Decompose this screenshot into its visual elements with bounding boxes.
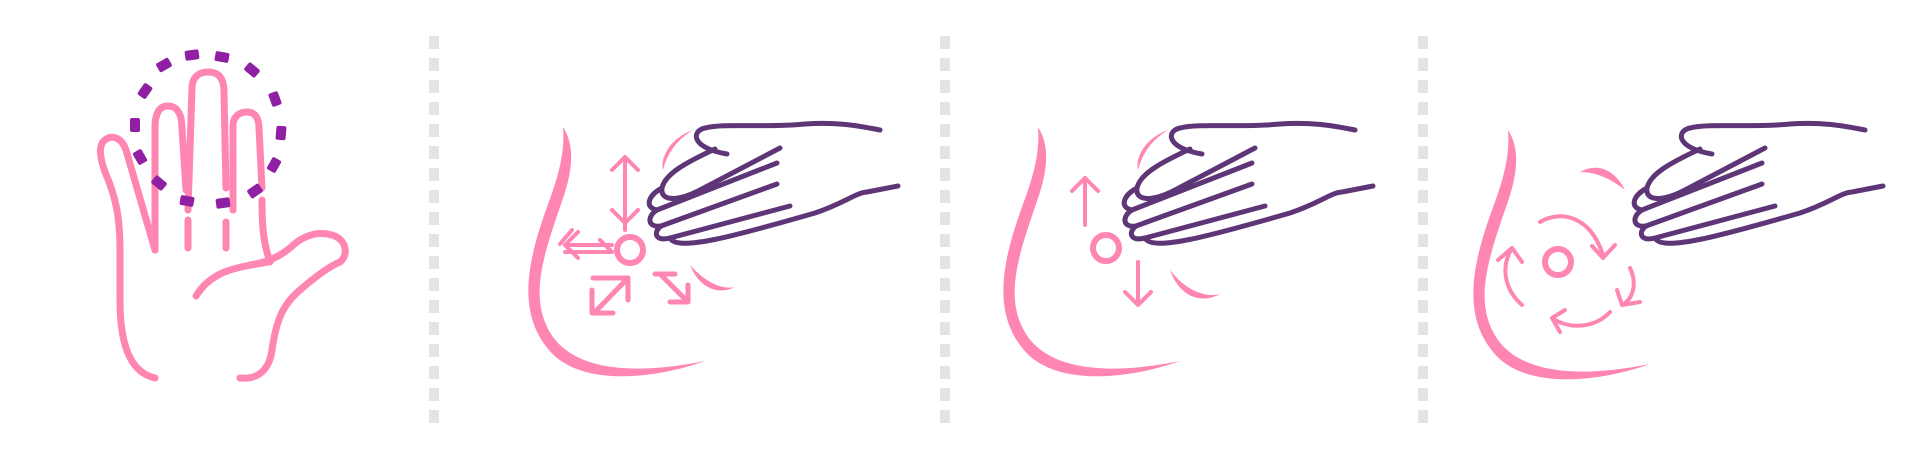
panel-1-three-finger-circular — [97, 49, 349, 382]
divider-dash — [1418, 212, 1428, 225]
breast-outline-icon — [1473, 130, 1650, 380]
divider-dash — [429, 256, 439, 269]
hand-side-icon — [649, 123, 898, 291]
divider-dash — [429, 410, 439, 423]
divider-dash — [429, 36, 439, 49]
divider-dash — [429, 102, 439, 115]
divider-dash — [1418, 388, 1428, 401]
divider-dash — [1418, 256, 1428, 269]
divider-dash — [429, 322, 439, 335]
divider-dash — [429, 300, 439, 313]
circular-dotted-path-icon — [130, 49, 287, 209]
divider-dash — [429, 190, 439, 203]
divider-dash — [940, 366, 950, 379]
multi-direction-arrows-icon — [558, 155, 691, 316]
divider-dash — [940, 58, 950, 71]
panel-4-circular — [1473, 123, 1883, 380]
divider-dash — [940, 80, 950, 93]
divider-dash — [940, 102, 950, 115]
divider-dash — [1418, 410, 1428, 423]
divider-dash — [1418, 124, 1428, 137]
divider-dash — [940, 146, 950, 159]
divider-dash — [1418, 366, 1428, 379]
divider-dash — [940, 388, 950, 401]
divider-dash — [940, 322, 950, 335]
divider-dash — [429, 366, 439, 379]
divider-dash — [429, 278, 439, 291]
divider-dash — [429, 80, 439, 93]
hand-icon — [97, 68, 349, 382]
divider-dash — [429, 234, 439, 247]
divider-dash — [940, 344, 950, 357]
panel-2-all-directions — [528, 123, 898, 377]
divider-dash — [940, 410, 950, 423]
divider-dash — [429, 344, 439, 357]
divider-dash — [940, 256, 950, 269]
up-down-arrows-icon — [1070, 176, 1153, 307]
divider-dash — [940, 212, 950, 225]
divider-1 — [429, 36, 439, 423]
divider-dash — [1418, 234, 1428, 247]
divider-dash — [940, 124, 950, 137]
divider-dash — [940, 234, 950, 247]
panel-3-up-down — [1003, 123, 1373, 377]
divider-dash — [940, 278, 950, 291]
divider-dash — [1418, 278, 1428, 291]
divider-dash — [940, 300, 950, 313]
divider-dash — [429, 388, 439, 401]
divider-dash — [1418, 36, 1428, 49]
circular-arrows-icon — [1496, 214, 1642, 334]
divider-dash — [1418, 344, 1428, 357]
divider-dash — [429, 58, 439, 71]
divider-dash — [1418, 102, 1428, 115]
hand-side-icon — [1580, 123, 1883, 243]
divider-dash — [429, 146, 439, 159]
divider-dash — [1418, 58, 1428, 71]
divider-dash — [940, 36, 950, 49]
divider-dash — [940, 168, 950, 181]
hand-side-icon — [1124, 123, 1373, 299]
divider-dash — [429, 212, 439, 225]
divider-dash — [1418, 146, 1428, 159]
divider-dash — [429, 168, 439, 181]
divider-dash — [940, 190, 950, 203]
divider-dash — [1418, 168, 1428, 181]
divider-dash — [1418, 322, 1428, 335]
divider-2 — [940, 36, 950, 423]
divider-dash — [1418, 80, 1428, 93]
divider-dash — [429, 124, 439, 137]
divider-dash — [1418, 300, 1428, 313]
divider-dash — [1418, 190, 1428, 203]
divider-3 — [1418, 36, 1428, 423]
